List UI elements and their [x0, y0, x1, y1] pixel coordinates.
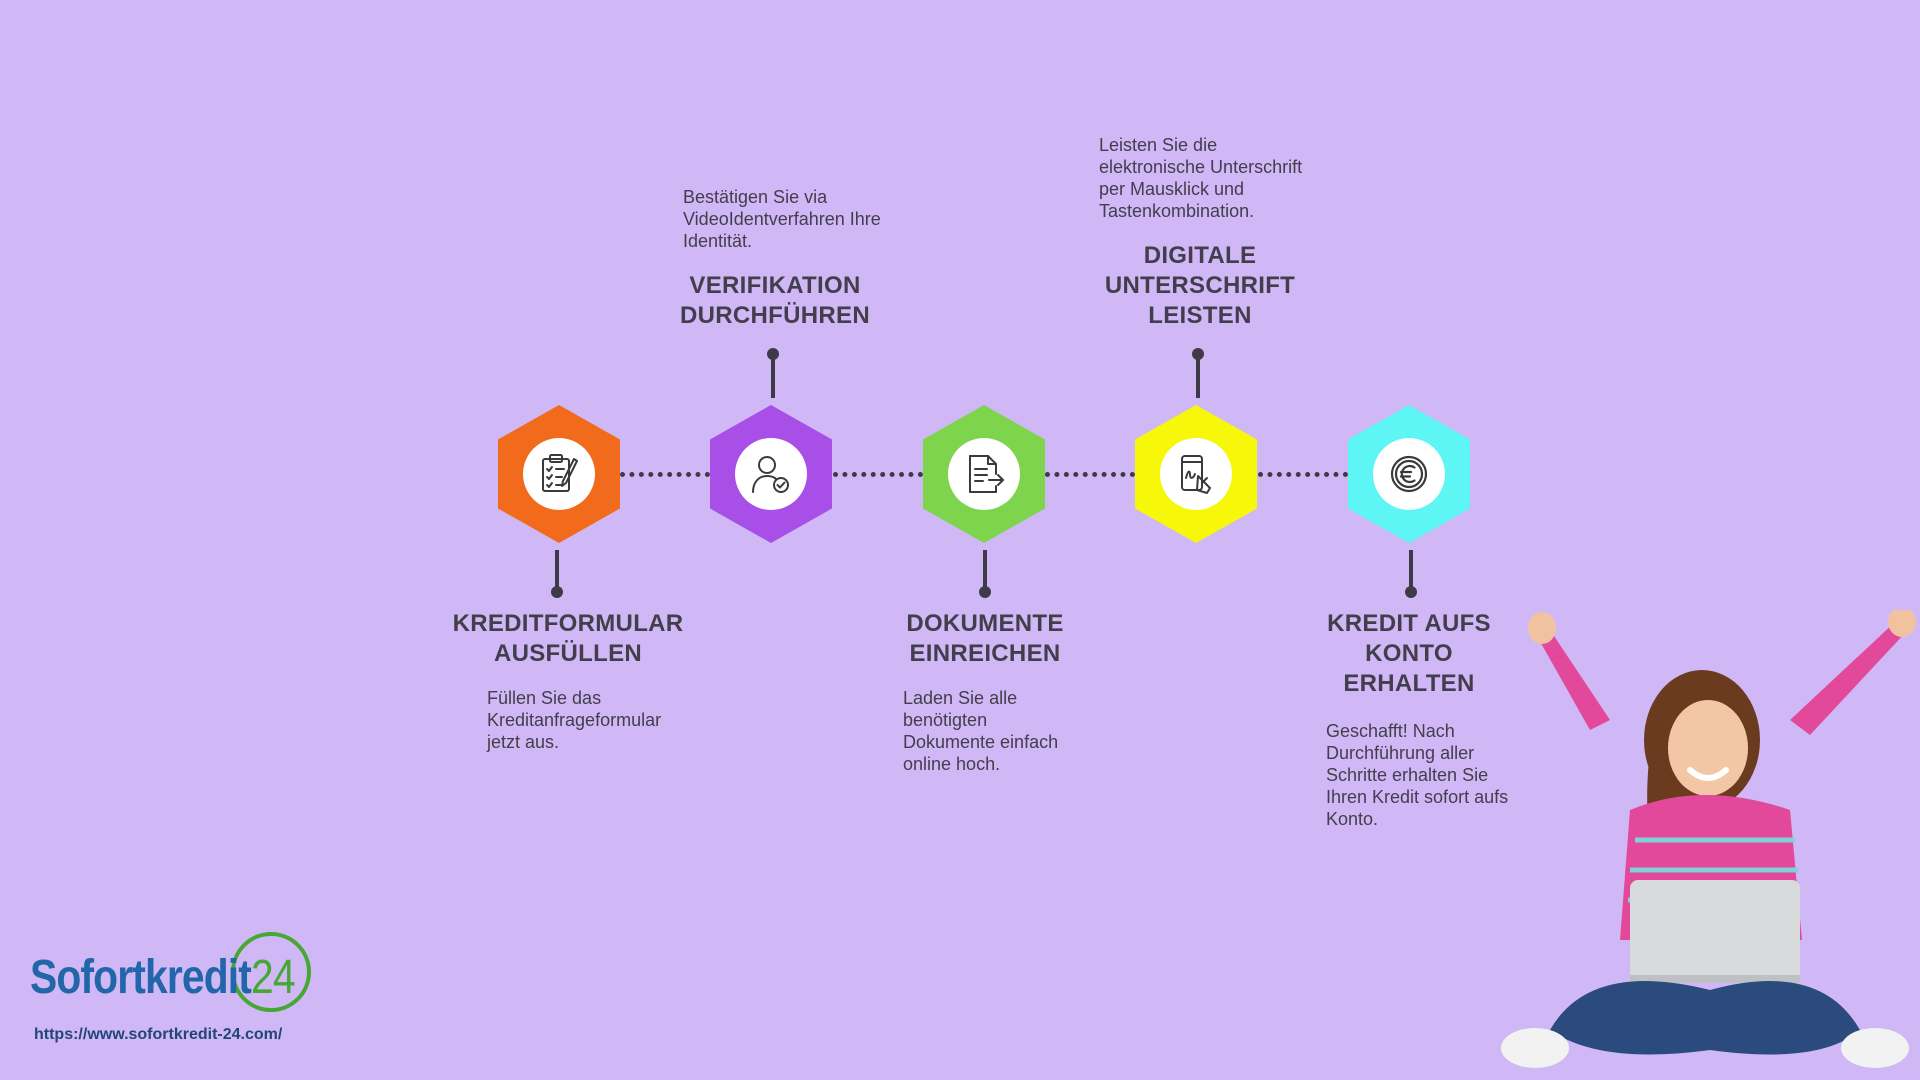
connector-2-3 [833, 472, 923, 477]
step-3-title: DOKUMENTE EINREICHEN [906, 610, 1064, 667]
user-check-icon [752, 456, 789, 493]
step-4-title: DIGITALE UNTERSCHRIFT LEISTEN [1104, 242, 1296, 329]
euro-coin-icon [1390, 455, 1428, 493]
step-3-hexagon [923, 405, 1045, 543]
logo-number: 24 [251, 951, 296, 1004]
step-5-title: KREDIT AUFS KONTO ERHALTEN [1327, 610, 1491, 697]
step-1-title: KREDITFORMULAR AUSFÜLLEN [452, 610, 684, 667]
step-2-stem [771, 352, 775, 398]
step-2-description: Bestätigen Sie via VideoIdentverfahren I… [683, 187, 881, 251]
step-1-icon-disc [523, 438, 595, 510]
phone-signature-icon [1181, 455, 1211, 494]
step-5-icon-disc [1373, 438, 1445, 510]
brand-logo: Sofortkredit24 [26, 930, 326, 1030]
step-5-description: Geschafft! Nach Durchführung aller Schri… [1326, 721, 1509, 829]
step-3-icon-disc [948, 438, 1020, 510]
step-3-stem [983, 550, 987, 592]
website-url[interactable]: https://www.sofortkredit-24.com/ [34, 1026, 283, 1043]
step-3-description: Laden Sie alle benötigten Dokumente einf… [903, 688, 1059, 774]
step-1-hexagon [498, 405, 620, 543]
document-upload-icon [969, 455, 1004, 493]
logo-ring [231, 932, 311, 1012]
step-4-icon-disc [1160, 438, 1232, 510]
step-4-hexagon [1135, 405, 1257, 543]
step-2-pin [767, 348, 779, 360]
step-2-title: VERIFIKATION DURCHFÜHREN [680, 272, 870, 329]
step-1-stem [555, 550, 559, 592]
step-4-pin [1192, 348, 1204, 360]
step-3-pin [979, 586, 991, 598]
logo-wordmark: Sofortkredit24 [30, 950, 296, 1005]
clipboard-icon [542, 454, 578, 492]
step-5-pin [1405, 586, 1417, 598]
connector-1-2 [620, 472, 710, 477]
logo-text: Sofortkredit [30, 951, 252, 1004]
woman-with-laptop-photo [1501, 610, 1916, 1068]
connector-3-4 [1045, 472, 1135, 477]
step-5-hexagon [1348, 405, 1470, 543]
step-4-stem [1196, 352, 1200, 398]
step-2-hexagon [710, 405, 832, 543]
connector-4-5 [1258, 472, 1348, 477]
step-4-description: Leisten Sie die elektronische Unterschri… [1099, 135, 1303, 221]
step-1-pin [551, 586, 563, 598]
step-5-stem [1409, 550, 1413, 592]
step-2-icon-disc [735, 438, 807, 510]
step-1-description: Füllen Sie das Kreditanfrageformular jet… [487, 688, 662, 752]
